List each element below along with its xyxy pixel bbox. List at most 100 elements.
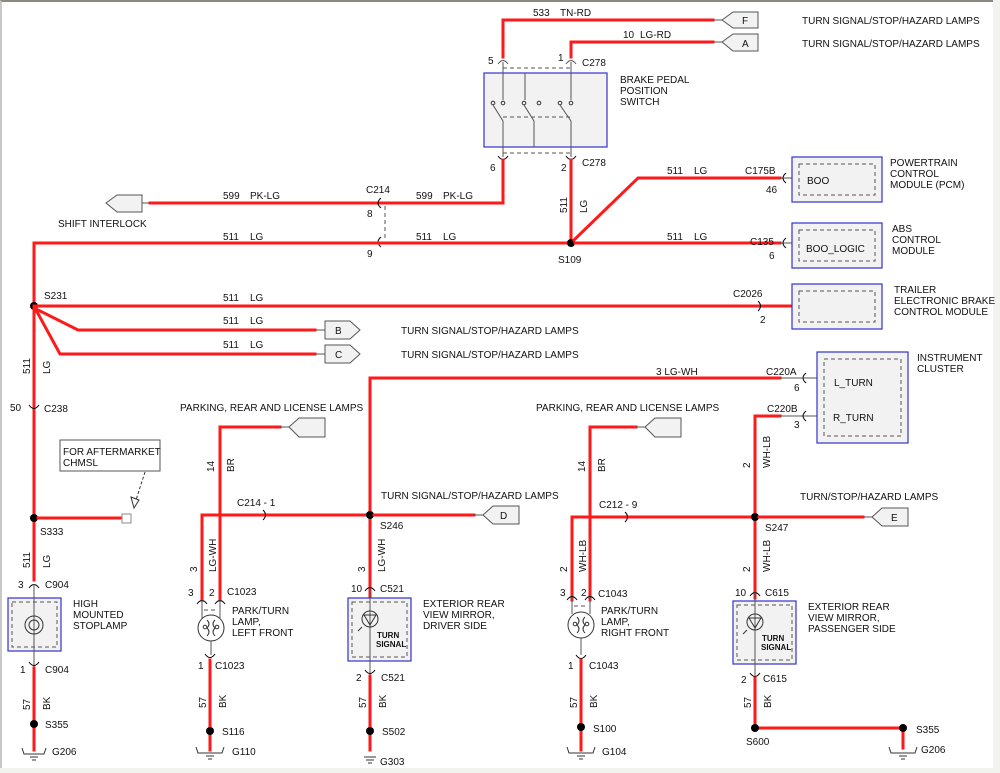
flag-A[interactable]: A bbox=[721, 33, 759, 52]
lamp-right-label: PARK/TURN bbox=[601, 606, 658, 617]
wire-511-left-column: 511 LG 50 C238 511 LG bbox=[10, 304, 68, 582]
wire-circuit: 511 bbox=[667, 166, 683, 177]
wire-511-abs: 511 LG C135 6 bbox=[573, 232, 798, 262]
splice-label: S246 bbox=[380, 521, 404, 532]
wire-circuit: 599 bbox=[223, 191, 240, 202]
cluster-pin-label: R_TURN bbox=[833, 413, 874, 424]
connector-name: C1023 bbox=[215, 661, 245, 672]
connector-c1023-bottom: 1 C1023 bbox=[198, 653, 245, 672]
pin-number: 2 bbox=[356, 673, 362, 684]
note-text: FOR AFTERMARKET bbox=[63, 447, 161, 458]
splice-label: S116 bbox=[222, 727, 245, 738]
flag-E[interactable]: E bbox=[871, 507, 909, 527]
flag-park-left-label: PARKING, REAR AND LICENSE LAMPS bbox=[180, 403, 364, 414]
connector-name: C615 bbox=[765, 588, 789, 599]
wire-circuit: 511 bbox=[223, 232, 239, 243]
wire-color: LG bbox=[250, 293, 264, 304]
connector-c904-bottom: 1 C904 bbox=[20, 661, 69, 676]
wire-color: BK bbox=[763, 694, 774, 708]
wire-511-trailer: 511 LG C2026 2 bbox=[32, 289, 795, 326]
flag-shift-interlock[interactable] bbox=[105, 194, 150, 213]
splice-label: S355 bbox=[916, 725, 940, 736]
mirror-left-label: EXTERIOR REAR bbox=[423, 599, 505, 610]
flag-E-label: TURN/STOP/HAZARD LAMPS bbox=[800, 492, 938, 503]
trailer-label: TRAILER bbox=[894, 285, 936, 296]
connector-c278-bottom: 6 2 C278 bbox=[490, 155, 606, 174]
flag-letter: A bbox=[742, 39, 749, 50]
brake-switch-label: POSITION bbox=[620, 86, 668, 97]
ground-label: G206 bbox=[921, 745, 946, 756]
frame-bottom-edge bbox=[0, 768, 1000, 773]
ground-label: G303 bbox=[380, 757, 405, 768]
connector-name: C521 bbox=[380, 584, 404, 595]
connector-name: C904 bbox=[45, 665, 69, 676]
wire-color: BK bbox=[378, 694, 389, 708]
pcm-module: BOO bbox=[791, 156, 883, 203]
ground-label: G110 bbox=[232, 747, 256, 758]
pin-number: 2 bbox=[581, 588, 587, 599]
connector-c1023-top: 3 2 C1023 bbox=[188, 587, 257, 605]
pin-number: 3 bbox=[18, 580, 24, 591]
flag-C-label: TURN SIGNAL/STOP/HAZARD LAMPS bbox=[401, 350, 579, 361]
pin-number: 6 bbox=[769, 251, 775, 262]
wire-circuit: 57 bbox=[22, 698, 33, 710]
connector-name: C615 bbox=[763, 674, 787, 685]
instrument-cluster: L_TURN R_TURN bbox=[816, 351, 909, 444]
flag-D[interactable]: D bbox=[482, 505, 520, 525]
pcm-label: MODULE (PCM) bbox=[890, 180, 964, 191]
wire-color: WH-LB bbox=[762, 435, 773, 468]
connector-name: C904 bbox=[45, 580, 69, 591]
mirror-inner-label: TURN bbox=[762, 634, 784, 643]
flag-F[interactable]: F bbox=[721, 11, 759, 29]
note-aftermarket-chmsl: FOR AFTERMARKET CHMSL bbox=[59, 439, 161, 510]
pcm-label: CONTROL bbox=[890, 169, 939, 180]
wire-10: 10 LG-RD bbox=[569, 30, 722, 59]
wire-circuit: 511 bbox=[223, 316, 239, 327]
connector-name: C175B bbox=[745, 166, 776, 177]
flag-A-label: TURN SIGNAL/STOP/HAZARD LAMPS bbox=[802, 39, 980, 50]
wire-circuit: 57 bbox=[569, 696, 580, 708]
park-turn-lamp-left-front bbox=[197, 600, 225, 655]
wire-circuit: 511 bbox=[22, 552, 33, 568]
wire-color: BK bbox=[589, 694, 600, 708]
connector-c278-top: 5 1 C278 bbox=[488, 53, 606, 69]
flag-D-label: TURN SIGNAL/STOP/HAZARD LAMPS bbox=[381, 491, 559, 502]
flag-F-label: TURN SIGNAL/STOP/HAZARD LAMPS bbox=[802, 16, 980, 27]
wire-color: PK-LG bbox=[443, 191, 473, 202]
mirror-inner-label: TURN bbox=[377, 631, 399, 640]
connector-name: C278 bbox=[582, 58, 606, 69]
wire-circuit: 3 bbox=[189, 566, 200, 572]
note-text: CHMSL bbox=[63, 458, 98, 469]
wire-circuit: 511 bbox=[559, 197, 570, 213]
splice-label: S355 bbox=[45, 720, 69, 731]
pcm-pin-label: BOO bbox=[807, 176, 829, 187]
wire-color: LG bbox=[694, 166, 708, 177]
wire-533: 533 TN-RD bbox=[501, 8, 722, 59]
brake-pedal-position-switch bbox=[483, 62, 608, 157]
pin-number: 1 bbox=[568, 661, 574, 672]
wire-circuit: 511 bbox=[667, 232, 683, 243]
frame-right-edge bbox=[993, 0, 1000, 773]
flag-B[interactable]: B bbox=[324, 320, 361, 340]
wire-circuit: 2 bbox=[559, 566, 570, 572]
wire-color: LG bbox=[694, 232, 708, 243]
flag-C[interactable]: C bbox=[324, 344, 361, 364]
wire-circuit: 3 bbox=[357, 566, 368, 572]
connector-c214: C214 8 9 bbox=[366, 185, 390, 260]
connector-name: C220B bbox=[767, 404, 798, 415]
ground-label: G104 bbox=[602, 747, 627, 758]
wire-color: BK bbox=[218, 694, 229, 708]
wire-57-hmsl: 57 BK bbox=[22, 666, 53, 752]
wire-circuit: 533 bbox=[533, 8, 550, 19]
pin-number: 2 bbox=[741, 675, 747, 686]
connector-name: C1043 bbox=[589, 661, 619, 672]
wire-circuit: 599 bbox=[416, 191, 433, 202]
mirror-right-label: VIEW MIRROR, bbox=[808, 613, 880, 624]
flag-park-right[interactable] bbox=[644, 417, 682, 438]
lamp-left-label: LEFT FRONT bbox=[232, 628, 293, 639]
pin-number: 46 bbox=[766, 185, 778, 196]
splice-s333 bbox=[30, 514, 38, 522]
splice-label: S600 bbox=[746, 737, 770, 748]
flag-park-left[interactable] bbox=[288, 417, 326, 438]
splice-s246 bbox=[366, 511, 374, 519]
